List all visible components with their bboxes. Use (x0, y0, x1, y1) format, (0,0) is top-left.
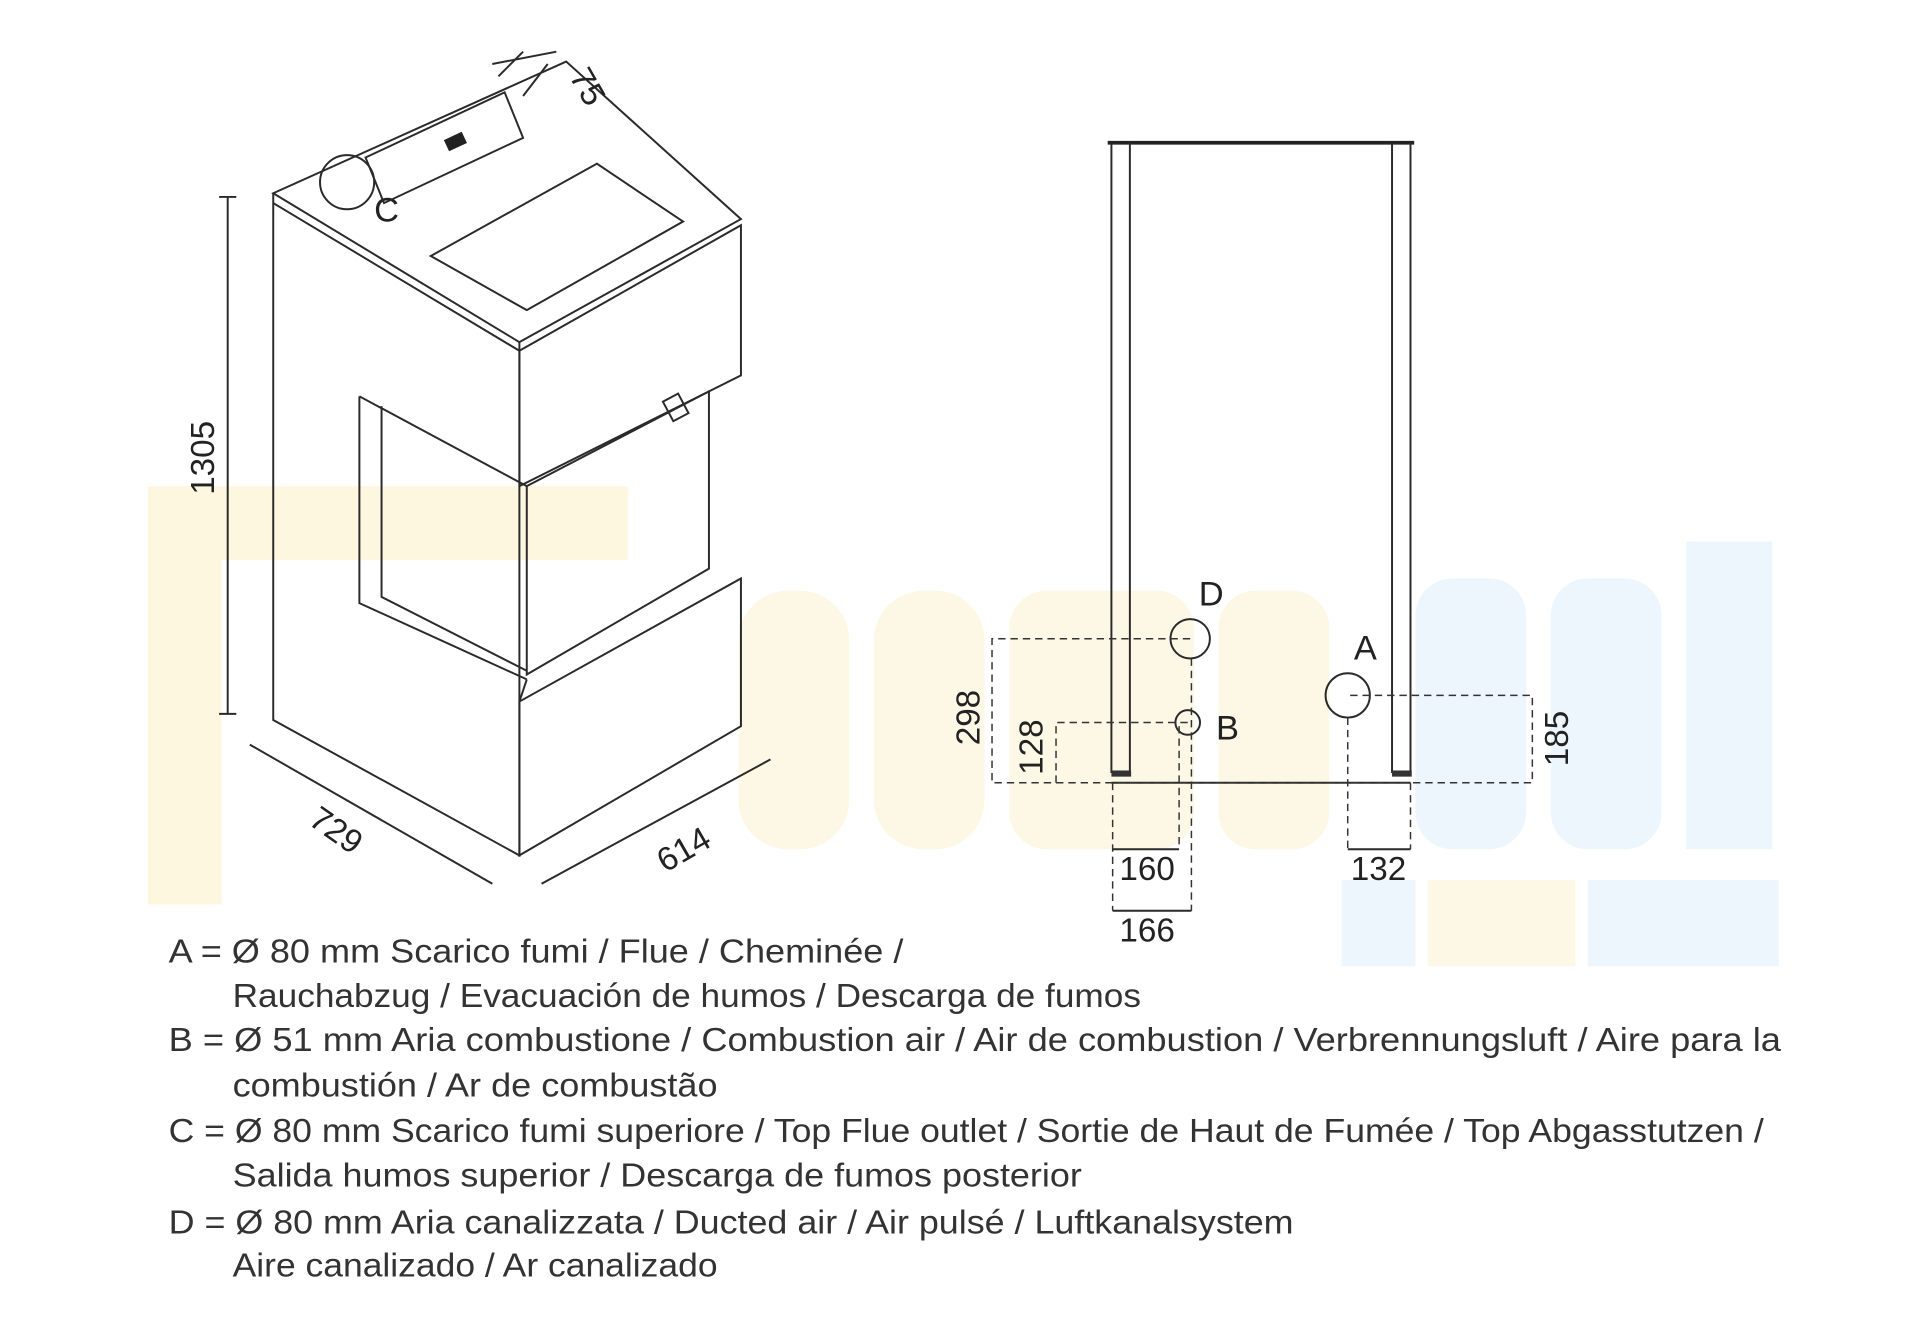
dim-166: 166 (1119, 913, 1174, 950)
dim-298: 298 (951, 690, 988, 745)
label-d: D (1199, 576, 1224, 614)
depth-dimension: 614 (651, 820, 718, 880)
label-b: B (1216, 710, 1239, 748)
legend-c-line1: C = Ø 80 mm Scarico fumi superiore / Top… (169, 1113, 1765, 1150)
watermark-logo (147, 486, 1779, 967)
rear-view: D B A 298 128 185 160 166 132 (951, 140, 1576, 950)
top-slot-knob (443, 131, 467, 152)
legend-a-line2: Rauchabzug / Evacuación de humos / Desca… (233, 978, 1141, 1015)
firebox-rear (525, 389, 710, 677)
upper-side-face (518, 223, 742, 488)
top-glass-panel (428, 162, 685, 312)
legend-c-line2: Salida humos superior / Descarga de fumo… (233, 1157, 1082, 1194)
top-slot (364, 90, 525, 205)
left-foot (1111, 770, 1132, 777)
height-dimension: 1305 (185, 421, 222, 495)
flue-c-circle (319, 154, 376, 211)
legend-a-line1: A = Ø 80 mm Scarico fumi / Flue / Chemin… (169, 933, 905, 970)
lower-side-face (518, 576, 742, 858)
legend-d-line1: D = Ø 80 mm Aria canalizzata / Ducted ai… (169, 1204, 1294, 1241)
stove-top (271, 60, 743, 344)
right-foot (1392, 770, 1412, 777)
isometric-view: C 1305 729 614 75 (185, 50, 771, 885)
legend: A = Ø 80 mm Scarico fumi / Flue / Chemin… (169, 933, 1782, 1284)
label-a: A (1354, 630, 1377, 668)
dim-185: 185 (1539, 711, 1576, 766)
width-dimension: 729 (303, 800, 370, 862)
legend-b-line1: B = Ø 51 mm Aria combustione / Combustio… (169, 1022, 1782, 1059)
flue-offset-dimension: 75 (562, 62, 613, 113)
dim-132: 132 (1351, 851, 1406, 888)
legend-b-line2: combustión / Ar de combustão (233, 1068, 718, 1105)
dim-160: 160 (1119, 851, 1174, 888)
dim-128: 128 (1013, 719, 1050, 774)
legend-d-line2: Aire canalizado / Ar canalizado (233, 1247, 718, 1284)
